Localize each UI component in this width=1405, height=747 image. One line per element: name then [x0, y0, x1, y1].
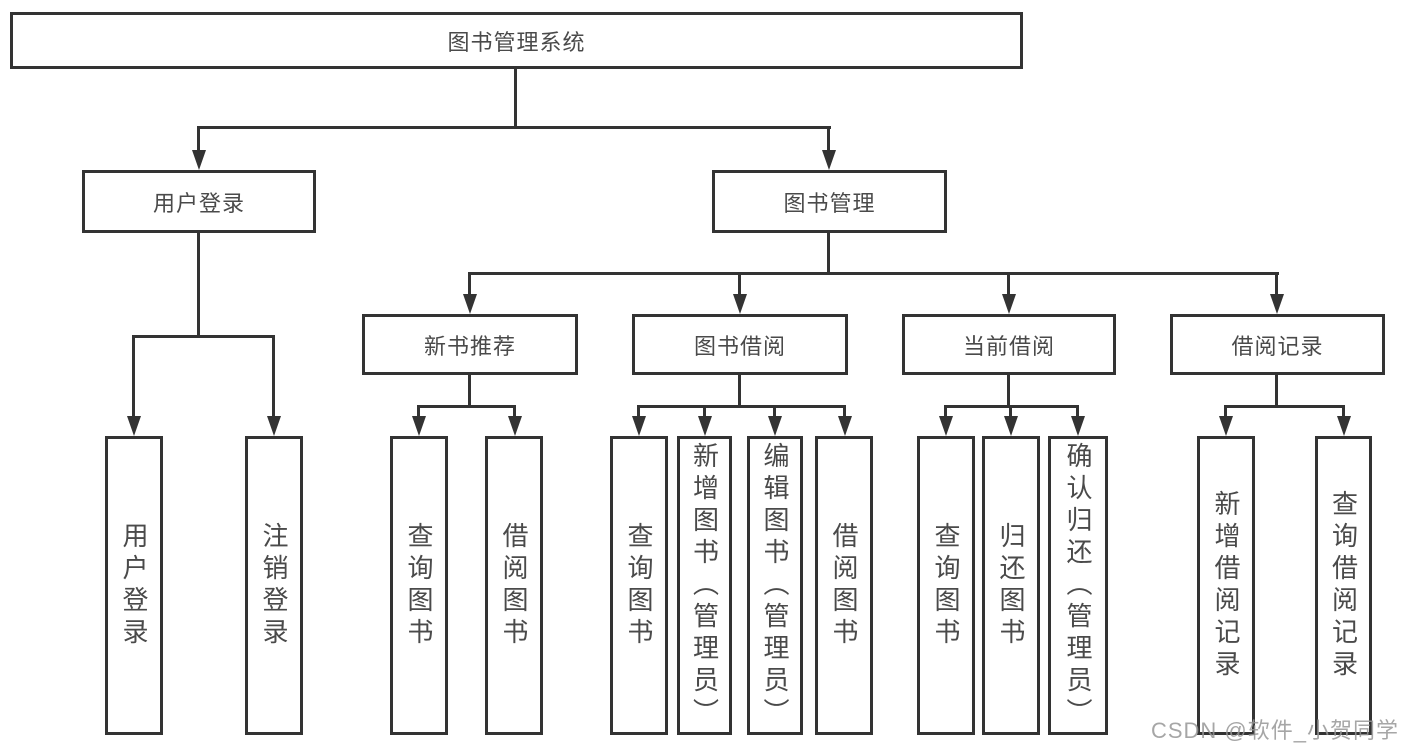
connector-line: [1224, 405, 1345, 408]
node-label: 归还图书: [996, 521, 1026, 650]
connector-line: [514, 69, 517, 126]
leaf-logout: 注销登录: [245, 436, 303, 735]
connector-line: [197, 233, 200, 335]
leaf-borrow-add-book-admin: 新增图书（管理员）: [677, 436, 732, 735]
connector-line: [637, 405, 640, 420]
node-label: 借阅记录: [1231, 333, 1324, 359]
node-label: 借阅图书: [829, 521, 859, 650]
connector-line: [468, 375, 471, 405]
node-label: 借阅图书: [499, 521, 529, 650]
leaf-rec-query-book: 查询图书: [390, 436, 448, 735]
arrow-down-icon: [463, 294, 477, 314]
node-label: 查询借阅记录: [1328, 489, 1359, 682]
csdn-watermark: CSDN @软件_小贺同学: [1150, 718, 1399, 743]
node-current-borrow: 当前借阅: [902, 314, 1116, 375]
arrow-down-icon: [1337, 416, 1351, 436]
node-label: 图书借阅: [693, 333, 786, 359]
connector-line: [1009, 405, 1012, 420]
arrow-down-icon: [192, 150, 206, 170]
leaf-rec-borrow-book: 借阅图书: [485, 436, 543, 735]
leaf-borrow-query-book: 查询图书: [610, 436, 668, 735]
connector-line: [468, 272, 1279, 275]
connector-line: [272, 335, 275, 420]
leaf-hist-query-record: 查询借阅记录: [1315, 436, 1372, 735]
node-label: 确认归还（管理员）: [1063, 441, 1093, 730]
connector-line: [1275, 375, 1278, 405]
connector-line: [703, 405, 706, 420]
node-borrow-record: 借阅记录: [1170, 314, 1385, 375]
leaf-cur-confirm-return-admin: 确认归还（管理员）: [1048, 436, 1108, 735]
arrow-down-icon: [768, 416, 782, 436]
arrow-down-icon: [1270, 294, 1284, 314]
leaf-borrow-borrow-book: 借阅图书: [815, 436, 873, 735]
arrow-down-icon: [267, 416, 281, 436]
arrow-down-icon: [1002, 294, 1016, 314]
connector-line: [132, 335, 135, 420]
arrow-down-icon: [733, 294, 747, 314]
node-label: 查询图书: [624, 521, 654, 650]
node-label: 用户登录: [152, 190, 245, 216]
node-label: 新增借阅记录: [1211, 489, 1241, 682]
node-root-library-system: 图书管理系统: [10, 12, 1023, 69]
node-label: 新增图书（管理员）: [689, 441, 720, 730]
node-label: 用户登录: [119, 521, 149, 650]
node-label: 查询图书: [404, 521, 434, 650]
node-label: 图书管理: [783, 190, 876, 216]
arrow-down-icon: [939, 416, 953, 436]
arrow-down-icon: [698, 416, 712, 436]
node-label: 查询图书: [931, 521, 961, 650]
connector-line: [827, 233, 830, 272]
connector-line: [1224, 405, 1227, 420]
connector-line: [738, 375, 741, 405]
arrow-down-icon: [822, 150, 836, 170]
connector-line: [843, 405, 846, 420]
node-label: 图书管理系统: [447, 29, 586, 55]
connector-line: [468, 272, 471, 298]
arrow-down-icon: [508, 416, 522, 436]
arrow-down-icon: [1219, 416, 1233, 436]
node-new-book-recommend: 新书推荐: [362, 314, 578, 375]
node-label: 当前借阅: [962, 333, 1055, 359]
arrow-down-icon: [127, 416, 141, 436]
arrow-down-icon: [1004, 416, 1018, 436]
arrow-down-icon: [632, 416, 646, 436]
leaf-cur-return-book: 归还图书: [982, 436, 1040, 735]
node-book-borrow: 图书借阅: [632, 314, 848, 375]
connector-line: [944, 405, 947, 420]
connector-line: [827, 126, 830, 154]
node-label: 编辑图书（管理员）: [760, 441, 790, 730]
leaf-cur-query-book: 查询图书: [917, 436, 975, 735]
leaf-user-login: 用户登录: [105, 436, 163, 735]
connector-line: [1342, 405, 1345, 420]
connector-line: [197, 126, 200, 154]
connector-line: [1275, 272, 1278, 298]
connector-line: [738, 272, 741, 298]
node-user-login: 用户登录: [82, 170, 316, 233]
connector-line: [637, 405, 846, 408]
connector-line: [132, 335, 275, 338]
connector-line: [197, 126, 831, 129]
connector-line: [1076, 405, 1079, 420]
connector-line: [513, 405, 516, 420]
connector-line: [417, 405, 420, 420]
connector-line: [417, 405, 516, 408]
arrow-down-icon: [838, 416, 852, 436]
leaf-borrow-edit-book-admin: 编辑图书（管理员）: [747, 436, 803, 735]
arrow-down-icon: [1071, 416, 1085, 436]
leaf-hist-add-record: 新增借阅记录: [1197, 436, 1255, 735]
connector-line: [1007, 272, 1010, 298]
connector-line: [1007, 375, 1010, 405]
node-label: 注销登录: [259, 521, 289, 650]
connector-line: [773, 405, 776, 420]
node-book-management: 图书管理: [712, 170, 947, 233]
node-label: 新书推荐: [423, 333, 516, 359]
arrow-down-icon: [412, 416, 426, 436]
